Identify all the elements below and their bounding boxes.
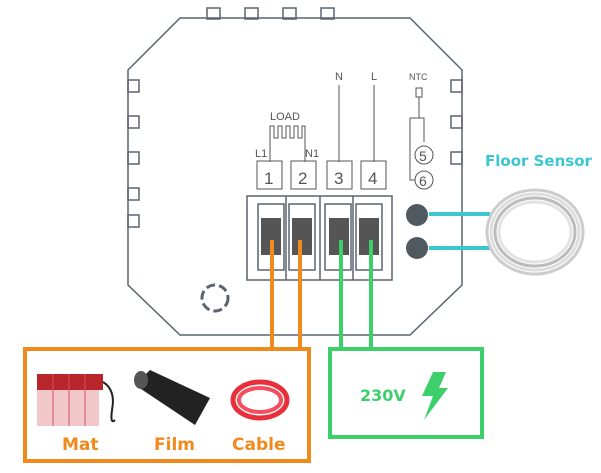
heating-cable-image <box>230 379 290 421</box>
n1-label: N1 <box>305 148 319 160</box>
l-label: L <box>371 71 377 83</box>
heating-load-box <box>23 347 311 463</box>
mat-label: Mat <box>62 435 99 455</box>
power-supply-box <box>328 347 484 439</box>
terminal-1-label: 1 <box>264 169 273 188</box>
reset-circle-icon <box>200 283 230 313</box>
load-symbol <box>269 125 306 162</box>
film-label: Film <box>154 435 195 455</box>
terminal-4-label: 4 <box>368 169 377 188</box>
pin-5-label: 5 <box>419 148 427 164</box>
thermostat-body <box>127 7 463 336</box>
terminal-1 <box>256 160 283 190</box>
terminal-2-label: 2 <box>298 169 307 188</box>
terminal-3-label: 3 <box>334 169 343 188</box>
heating-mat-image <box>37 374 116 426</box>
floor-sensor-label: Floor Sensor <box>485 152 593 170</box>
voltage-label: 230V <box>360 386 406 405</box>
lightning-bolt-icon <box>422 372 448 420</box>
ntc-label: NTC <box>409 72 428 82</box>
l1-label: L1 <box>255 148 267 160</box>
heating-film-image <box>134 370 210 425</box>
n-label: N <box>335 71 343 83</box>
terminal-2 <box>290 160 317 190</box>
terminal-3 <box>326 160 353 190</box>
load-label: LOAD <box>270 111 300 123</box>
pin-6-label: 6 <box>419 173 427 189</box>
terminal-4 <box>360 160 387 190</box>
floor-sensor-coil <box>485 188 585 276</box>
cable-label: Cable <box>232 435 285 455</box>
